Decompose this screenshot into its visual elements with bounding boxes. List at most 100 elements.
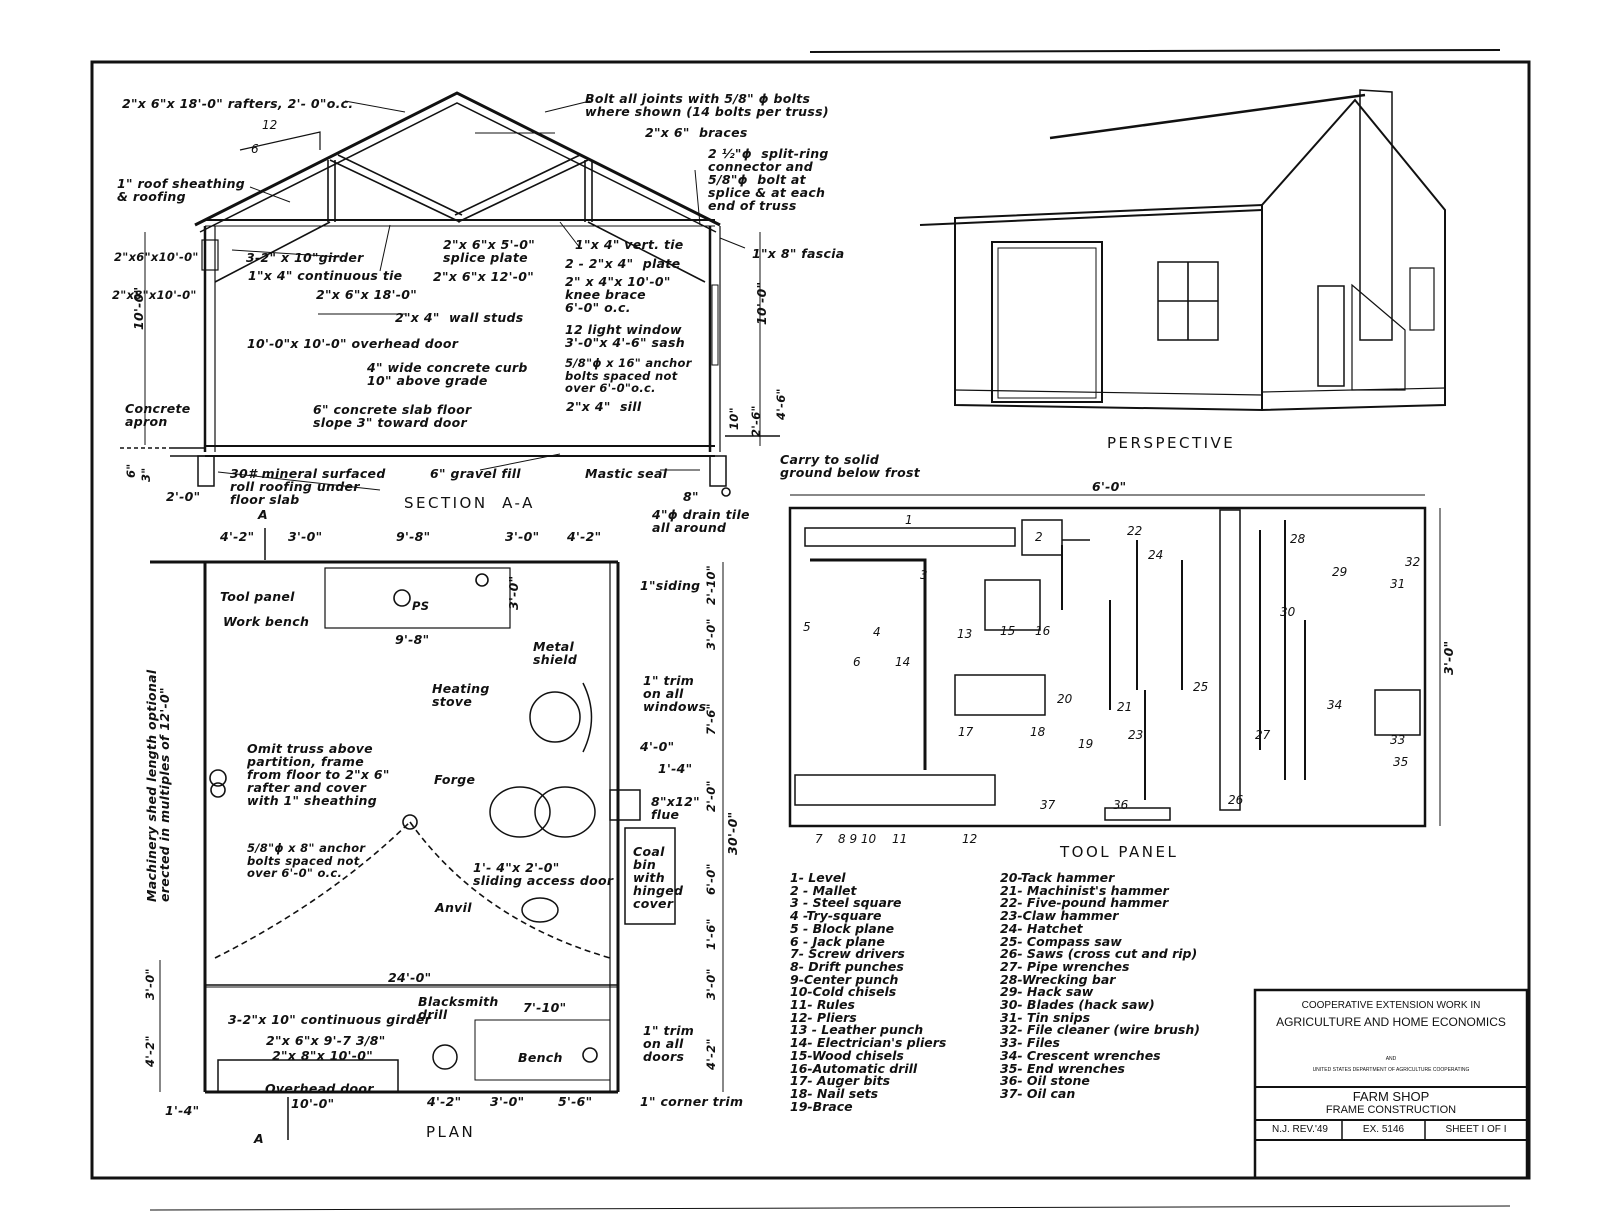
title-block-state: N.J. REV.'49: [1271, 1124, 1328, 1135]
legend-item: 11- Rules: [790, 997, 855, 1013]
callout-23: 23: [1128, 728, 1144, 742]
legend-item: 30- Blades (hack saw): [1000, 997, 1155, 1013]
callout-33: 33: [1390, 733, 1406, 747]
callout-1: 1: [905, 513, 913, 527]
callout-11: 11: [892, 832, 908, 846]
plan-dim: 3'-0": [506, 575, 521, 610]
plan-dim: 3'-0": [288, 529, 323, 544]
label-trim-windows: 1" trim on all windows: [643, 673, 707, 714]
legend-item: 4 -Try-square: [790, 908, 882, 924]
legend-item: 2 - Mallet: [790, 882, 857, 898]
tool-legend-right: 20-Tack hammer 21- Machinist's hammer 22…: [1000, 870, 1200, 1101]
legend-item: 18- Nail sets: [790, 1085, 879, 1101]
plan-drawing: [150, 528, 724, 1140]
plan-dim: 1'-4": [165, 1103, 200, 1118]
callout-35: 35: [1393, 755, 1409, 769]
legend-item: 6 - Jack plane: [790, 933, 885, 949]
title-block-title: FARM SHOP: [1352, 1089, 1430, 1104]
plan-dim: 9'-8": [396, 529, 431, 544]
section-mark-top: A: [258, 507, 268, 522]
dim-3in: 3": [139, 467, 153, 482]
label-rafters: 2"x 6"x 18'-0" rafters, 2'- 0"o.c.: [122, 96, 354, 111]
dim-4ft6: 4'-6": [774, 388, 788, 420]
section-drawing: [120, 91, 780, 497]
callout-14: 14: [895, 655, 911, 669]
legend-item: 32- File cleaner (wire brush): [1000, 1022, 1200, 1038]
legend-item: 1- Level: [790, 870, 846, 885]
plan-vdim-left: 4'-2": [143, 1035, 157, 1067]
plan-dim: 4'-2": [567, 529, 602, 544]
plan-vdim: 6'-0": [704, 863, 718, 895]
legend-item: 16-Automatic drill: [790, 1060, 918, 1076]
label-slab: 6" concrete slab floor slope 3" toward d…: [313, 402, 472, 430]
caption-section: SECTION A-A: [404, 494, 535, 512]
callout-36: 36: [1113, 798, 1129, 812]
plan-vdim: 2'-0": [704, 780, 718, 812]
label-flue: 8"x12" flue: [651, 794, 700, 822]
callout-17: 17: [958, 725, 974, 739]
label-tie-12: 2"x 6"x 12'-0": [433, 269, 535, 284]
legend-item: 35- End wrenches: [1000, 1060, 1125, 1076]
callout-3: 3: [920, 568, 928, 582]
label-plate-2x4: 2 - 2"x 4" plate: [565, 256, 681, 271]
plan-vdim: 1'-6": [704, 918, 718, 950]
title-block-sheet: SHEET I OF I: [1445, 1124, 1507, 1135]
plan-vdim: 4'-2": [704, 1038, 718, 1070]
caption-plan: PLAN: [426, 1123, 476, 1141]
tool-legend-left: 1- Level 2 - Mallet 3 - Steel square 4 -…: [790, 870, 947, 1114]
label-curb: 4" wide concrete curb 10" above grade: [367, 360, 528, 388]
callout-32: 32: [1405, 555, 1421, 569]
title-block-lines: [1253, 988, 1529, 1180]
legend-item: 14- Electrician's pliers: [790, 1035, 947, 1051]
callout-4: 4: [873, 625, 881, 639]
plan-dim: 4'-2": [427, 1094, 462, 1109]
callout-5: 5: [803, 620, 811, 634]
legend-item: 25- Compass saw: [1000, 933, 1122, 949]
callout-25: 25: [1193, 680, 1209, 694]
legend-item: 10-Cold chisels: [790, 984, 897, 1000]
legend-item: 34- Crescent wrenches: [1000, 1047, 1161, 1063]
plan-vdim: 3'-0": [704, 968, 718, 1000]
dim-2ft6: 2'-6": [749, 405, 763, 437]
label-continuous-tie: 1"x 4" continuous tie: [248, 268, 403, 283]
title-block-line2: AGRICULTURE AND HOME ECONOMICS: [1276, 1015, 1506, 1029]
callout-24: 24: [1148, 548, 1164, 562]
legend-item: 19-Brace: [790, 1098, 853, 1114]
callout-34: 34: [1327, 698, 1343, 712]
legend-item: 7- Screw drivers: [790, 946, 905, 962]
legend-item: 20-Tack hammer: [1000, 870, 1115, 885]
callout-28: 28: [1290, 532, 1306, 546]
label-blacksmith: Blacksmith drill: [418, 994, 499, 1022]
legend-item: 33- Files: [1000, 1035, 1060, 1051]
legend-item: 17- Auger bits: [790, 1073, 891, 1089]
legend-item: 28-Wrecking bar: [1000, 971, 1116, 987]
legend-item: 15-Wood chisels: [790, 1047, 904, 1063]
label-overhead-door-plan: Overhead door: [265, 1081, 374, 1096]
callout-21: 21: [1117, 700, 1133, 714]
plan-dim: 4'-0": [640, 739, 675, 754]
label-tool-panel: Tool panel: [220, 589, 295, 604]
tool-panel-width: 6'-0": [1092, 479, 1127, 494]
plan-dim: 9'-8": [395, 632, 430, 647]
title-block-subtitle: FRAME CONSTRUCTION: [1325, 1104, 1457, 1116]
legend-item: 3 - Steel square: [790, 895, 902, 911]
callout-13: 13: [957, 627, 973, 641]
caption-tool-panel: TOOL PANEL: [1060, 843, 1179, 861]
label-sill: 2"x 4" sill: [566, 399, 642, 414]
legend-item: 23-Claw hammer: [1000, 908, 1119, 924]
label-header-b: 2"x 8"x 10'-0": [272, 1048, 374, 1063]
label-anvil: Anvil: [435, 900, 472, 915]
title-block-ex: EX. 5146: [1362, 1124, 1405, 1135]
label-sheathing: 1" roof sheathing & roofing: [117, 176, 246, 204]
callout-6: 6: [853, 655, 861, 669]
title-block-line1: COOPERATIVE EXTENSION WORK IN: [1301, 1000, 1481, 1011]
tool-panel-height: 3'-0": [1441, 640, 1456, 675]
callout-30: 30: [1280, 605, 1296, 619]
section-mark-bottom: A: [254, 1131, 264, 1146]
plan-dim: 10'-0": [291, 1096, 335, 1111]
plan-dim: 24'-0": [388, 970, 432, 985]
label-plate-top: 2"x6"x10'-0": [114, 250, 199, 264]
legend-item: 31- Tin snips: [1000, 1009, 1091, 1025]
callout-16: 16: [1035, 624, 1051, 638]
